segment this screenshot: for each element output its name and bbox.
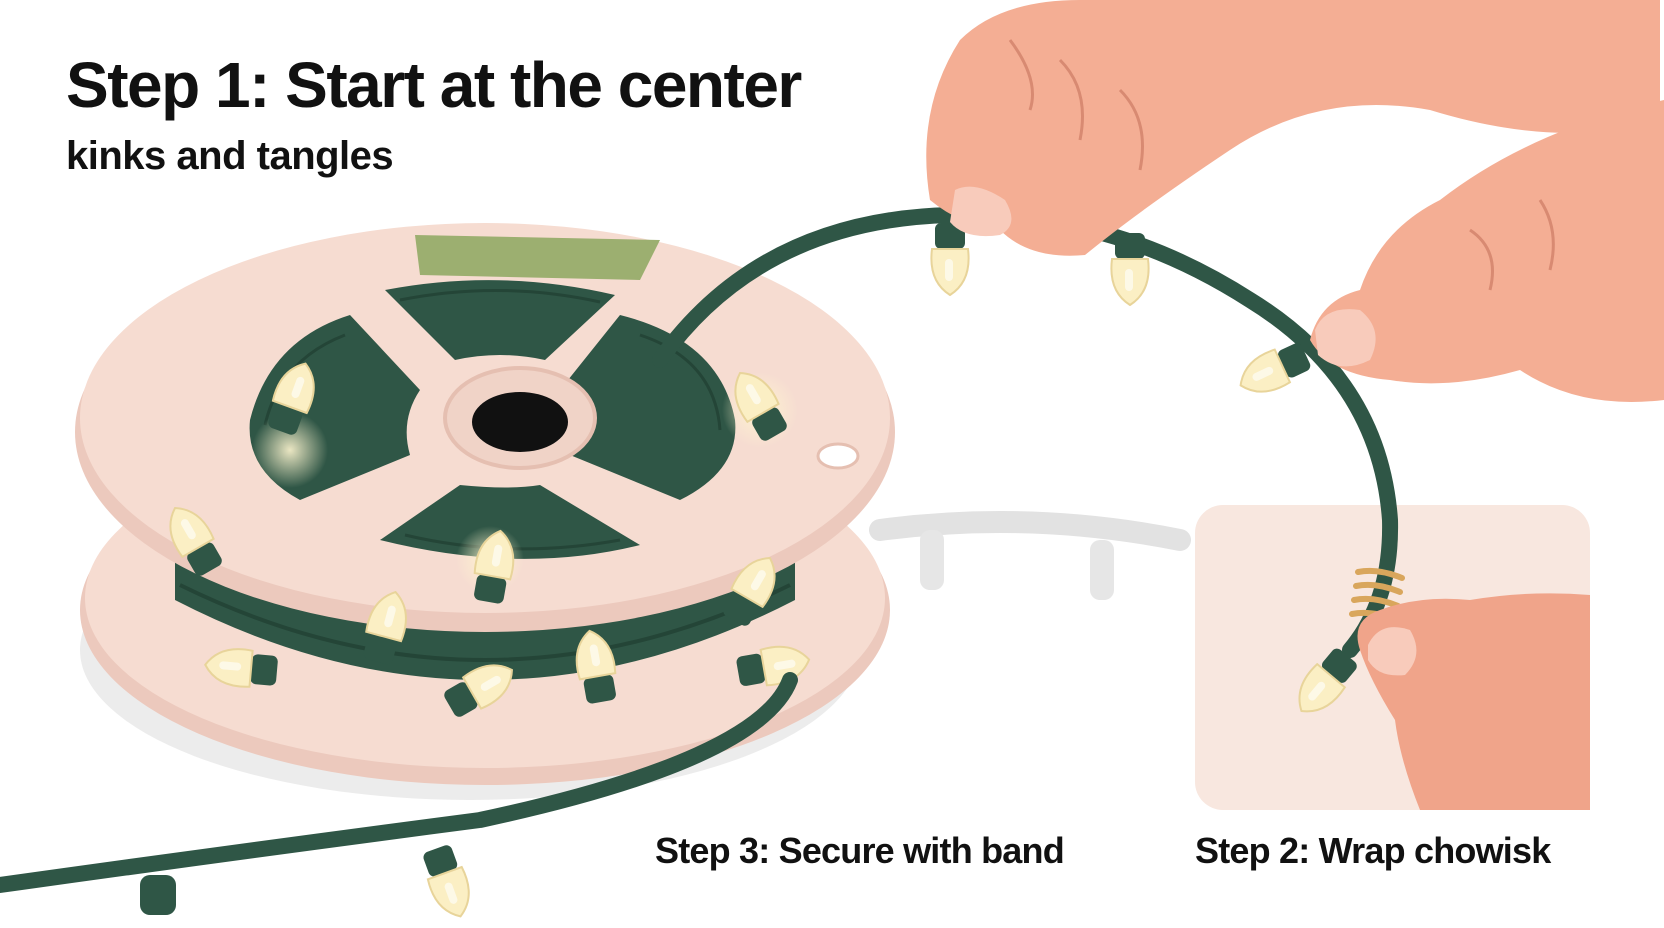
step-3-label: Step 3: Secure with band xyxy=(655,830,1065,871)
hand-icon xyxy=(926,0,1664,810)
page-subtitle: kinks and tangles xyxy=(66,134,394,178)
step-2-label: Step 2: Wrap chowisk xyxy=(1195,830,1551,871)
page-title: Step 1: Start at the center xyxy=(66,49,802,121)
light-cord xyxy=(0,206,1399,924)
